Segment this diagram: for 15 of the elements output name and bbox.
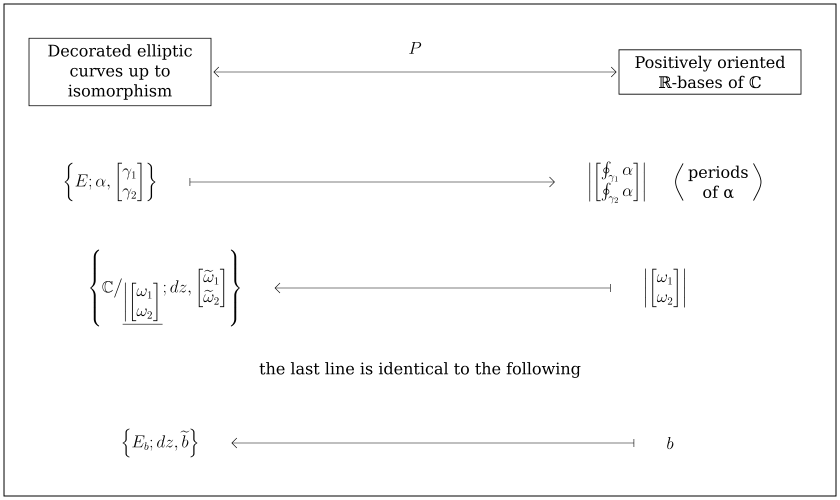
formula: $b$ (667, 437, 674, 450)
formula: $\left|\begin{bmatrix}\omega_1\\\omega_2\end{bmatrix}\right|$ (645, 268, 685, 308)
note: the last line is identical to the following (260, 362, 580, 378)
arrow (213, 66, 617, 78)
edge-label: $P$ (409, 42, 422, 54)
formula: $\left|\begin{bmatrix}\oint_{\gamma_1}\alpha\\\oint_{\gamma_2}\alpha\end{bmatrix}\right|$ (589, 162, 645, 204)
formula: $\left\{E_b;dz,\widetilde{b}\right\}$ (122, 428, 198, 458)
text-box: Decorated elliptic curves up to isomorphism (28, 38, 212, 106)
arrow (190, 176, 555, 188)
formula: $\left\{\mathbb{C}\big/\lower14pt\hbox{$\underline{\left|\begin{bmatrix}\omega_1\\\omega_2\end{bmatrix}\right.}$};dz,\begin{bmatrix}\widetilde{\omega}_1\\\widetilde{\omega}_2\end{bmatrix}\right\}$ (90, 250, 240, 326)
side-note: periods of α (688, 166, 748, 198)
formula: $\left\{E;\alpha,\begin{bmatrix}\gamma_1\\\gamma_2\end{bmatrix}\right\}$ (64, 162, 156, 202)
arrow (274, 282, 611, 294)
arrow (231, 438, 634, 448)
text-box: Positively oriented ℝ-bases of ℂ (618, 49, 802, 95)
